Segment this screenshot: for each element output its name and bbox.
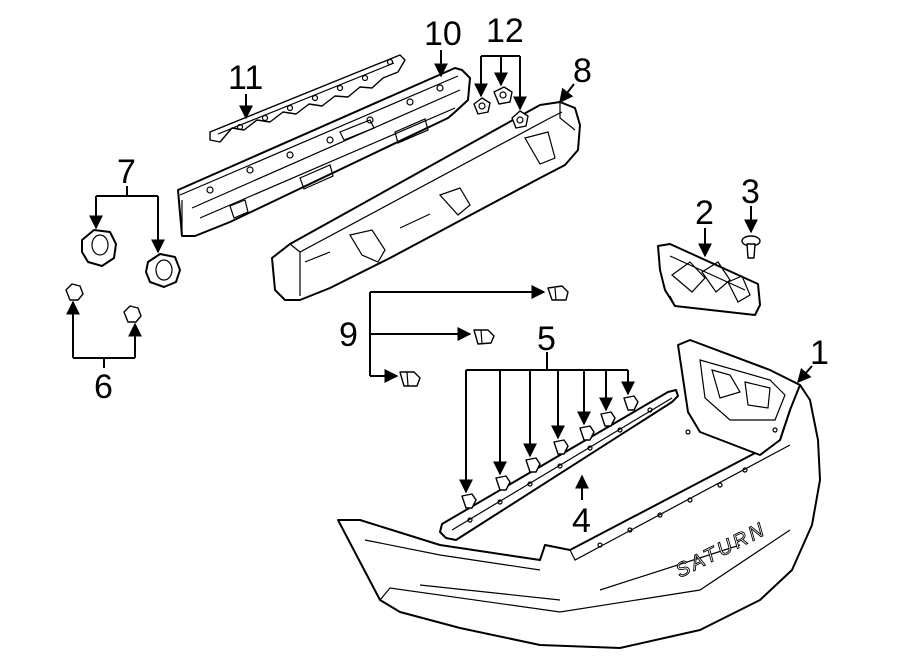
part-7-isolator-left	[81, 229, 117, 267]
part-10-impact-bar	[177, 67, 471, 237]
part-8-energy-absorber	[271, 101, 581, 301]
part-6-plug-right	[123, 305, 142, 323]
callout-labels: 1 2 3 4 5 6 7 8 9 10 11 12	[94, 12, 829, 540]
callout-2: 2	[695, 194, 714, 232]
callout-6: 6	[94, 368, 113, 406]
part-9-retainer-top	[547, 285, 569, 301]
part-1-bumper-cover: SATURN	[337, 339, 821, 649]
callout-4: 4	[572, 502, 591, 540]
leader-lines	[66, 50, 813, 500]
callout-12: 12	[486, 12, 524, 50]
callout-1: 1	[810, 334, 829, 372]
part-12-nut-b	[493, 86, 513, 105]
part-11-reinforcement-strip	[209, 54, 406, 143]
callout-3: 3	[741, 173, 760, 211]
part-2-bumper-bracket	[657, 243, 761, 316]
part-12-nut-c	[511, 110, 529, 129]
part-6-plug-left	[65, 283, 84, 301]
callout-11: 11	[228, 59, 263, 97]
callout-7: 7	[117, 153, 136, 191]
part-12-nut-a	[473, 97, 491, 115]
callout-5: 5	[537, 320, 556, 358]
part-5-push-clips	[461, 395, 639, 509]
part-7-isolator-right	[145, 253, 181, 288]
callout-10: 10	[424, 15, 462, 53]
part-9-retainer-middle	[473, 329, 495, 345]
part-9-retainer-bottom	[399, 371, 421, 387]
callout-9: 9	[339, 316, 358, 354]
part-3-push-pin	[741, 235, 761, 259]
callout-8: 8	[573, 52, 592, 90]
part-4-guide-strip	[439, 389, 679, 541]
